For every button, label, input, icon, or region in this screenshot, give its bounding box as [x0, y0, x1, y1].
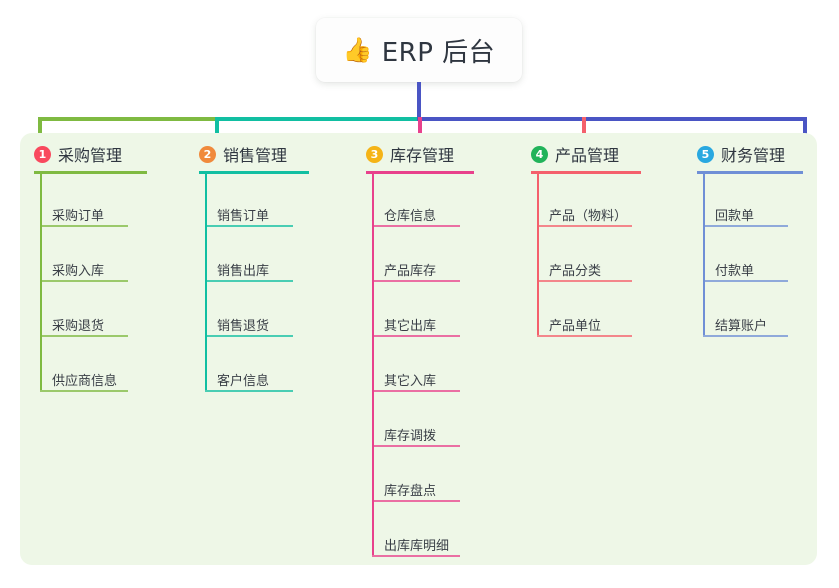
branch-item-rule [372, 555, 460, 557]
branch-item-rule [537, 335, 632, 337]
branch-header-3[interactable]: 3 库存管理 [366, 142, 454, 166]
connector-bar-blue [417, 117, 807, 121]
root-vertical-connector [417, 82, 421, 119]
branch-item-label: 销售出库 [217, 264, 270, 279]
branch-title: 库存管理 [390, 146, 455, 165]
branch-header-1[interactable]: 1 采购管理 [34, 142, 122, 166]
branch-spine [372, 171, 374, 555]
branch-item-label: 采购入库 [52, 264, 105, 279]
branch-item-label: 产品分类 [549, 264, 602, 279]
root-node[interactable]: 👍 ERP 后台 [316, 18, 522, 82]
branch-item-rule [703, 280, 788, 282]
branch-title: 财务管理 [721, 146, 786, 165]
branch-item-rule [537, 280, 632, 282]
branch-item-rule [372, 335, 460, 337]
branch-header-rule [34, 171, 147, 174]
branch-title: 销售管理 [223, 146, 288, 165]
branch-header-2[interactable]: 2 销售管理 [199, 142, 287, 166]
branch-item-label: 其它入库 [384, 374, 437, 389]
branch-number-badge: 4 [531, 145, 548, 163]
branch-item-label: 采购退货 [52, 319, 105, 334]
branch-item-rule [372, 390, 460, 392]
thumbs-up-icon: 👍 [342, 36, 373, 64]
branch-item-label: 仓库信息 [384, 209, 437, 224]
branch-header-rule [366, 171, 474, 174]
branch-item-label: 销售退货 [217, 319, 270, 334]
branch-item-rule [703, 335, 788, 337]
branch-item-label: 库存调拨 [384, 429, 437, 444]
branch-item-rule [205, 280, 293, 282]
branch-item-label: 销售订单 [217, 209, 270, 224]
branch-header-4[interactable]: 4 产品管理 [531, 142, 619, 166]
branch-item-label: 产品库存 [384, 264, 437, 279]
branch-item-label: 产品（物料） [549, 209, 628, 224]
connector-bar-teal [216, 117, 419, 121]
branch-item-rule [372, 500, 460, 502]
branch-item-rule [372, 445, 460, 447]
branch-item-label: 客户信息 [217, 374, 270, 389]
root-node-title: ERP 后台 [381, 37, 496, 68]
branch-item-rule [40, 335, 128, 337]
branch-item-rule [372, 280, 460, 282]
branches-panel: 1 采购管理采购订单采购入库采购退货供应商信息 2 销售管理销售订单销售出库销售退货客… [20, 133, 817, 565]
branch-item-label: 回款单 [715, 209, 755, 224]
branch-header-rule [531, 171, 641, 174]
branch-spine [703, 171, 705, 335]
branch-spine [537, 171, 539, 335]
branch-item-rule [703, 225, 788, 227]
root-node-content: 👍 ERP 后台 [343, 32, 495, 69]
branch-item-rule [205, 335, 293, 337]
branch-item-rule [205, 225, 293, 227]
branch-number-badge: 1 [34, 145, 51, 163]
branch-number-badge: 2 [199, 145, 216, 163]
branch-header-5[interactable]: 5 财务管理 [697, 142, 785, 166]
branch-number-badge: 3 [366, 145, 383, 163]
branch-item-label: 其它出库 [384, 319, 437, 334]
branch-item-rule [40, 225, 128, 227]
branch-item-label: 采购订单 [52, 209, 105, 224]
branch-item-rule [40, 390, 128, 392]
branch-header-rule [697, 171, 803, 174]
branch-title: 采购管理 [58, 146, 123, 165]
branch-item-rule [372, 225, 460, 227]
branch-number-badge: 5 [697, 145, 714, 163]
branch-item-label: 供应商信息 [52, 374, 118, 389]
branch-header-rule [199, 171, 309, 174]
connector-bar-green [38, 117, 218, 121]
branch-item-rule [537, 225, 632, 227]
branch-item-label: 库存盘点 [384, 484, 437, 499]
branch-item-label: 付款单 [715, 264, 755, 279]
branch-item-rule [205, 390, 293, 392]
branch-item-label: 出库库明细 [384, 539, 450, 554]
branch-title: 产品管理 [555, 146, 620, 165]
branch-item-rule [40, 280, 128, 282]
branch-item-label: 产品单位 [549, 319, 602, 334]
branch-item-label: 结算账户 [715, 319, 768, 334]
